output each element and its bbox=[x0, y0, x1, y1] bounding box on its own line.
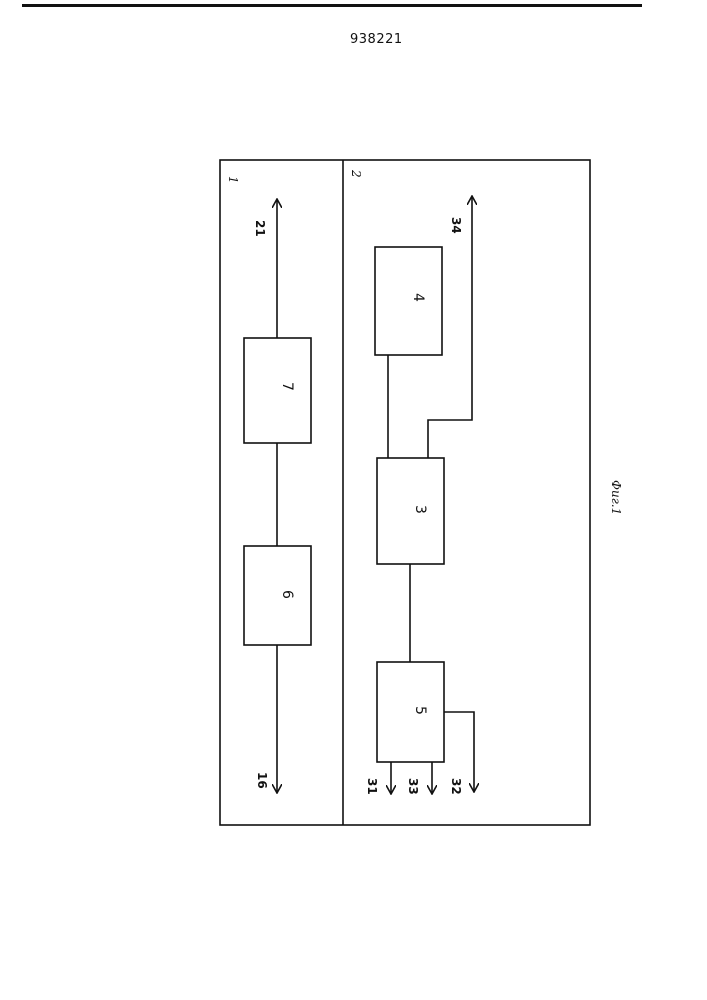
label-34: 34 bbox=[449, 217, 463, 234]
block-7 bbox=[244, 338, 311, 443]
section-1-label: 1 bbox=[226, 176, 240, 184]
label-16: 16 bbox=[255, 772, 269, 789]
block-7-label: 7 bbox=[279, 382, 295, 391]
block-3 bbox=[377, 458, 444, 564]
label-31: 31 bbox=[365, 778, 379, 795]
block-3-label: 3 bbox=[412, 505, 428, 514]
block-4 bbox=[375, 247, 442, 355]
label-21: 21 bbox=[253, 220, 267, 237]
block-5-label: 5 bbox=[412, 706, 428, 715]
figure-caption: Фиг.1 bbox=[609, 480, 623, 515]
block-4-label: 4 bbox=[410, 293, 426, 302]
label-32: 32 bbox=[449, 778, 463, 795]
label-33: 33 bbox=[406, 778, 420, 795]
section-2-label: 2 bbox=[349, 169, 363, 178]
block-6-label: 6 bbox=[279, 590, 295, 599]
block-5 bbox=[377, 662, 444, 762]
block-6 bbox=[244, 546, 311, 645]
